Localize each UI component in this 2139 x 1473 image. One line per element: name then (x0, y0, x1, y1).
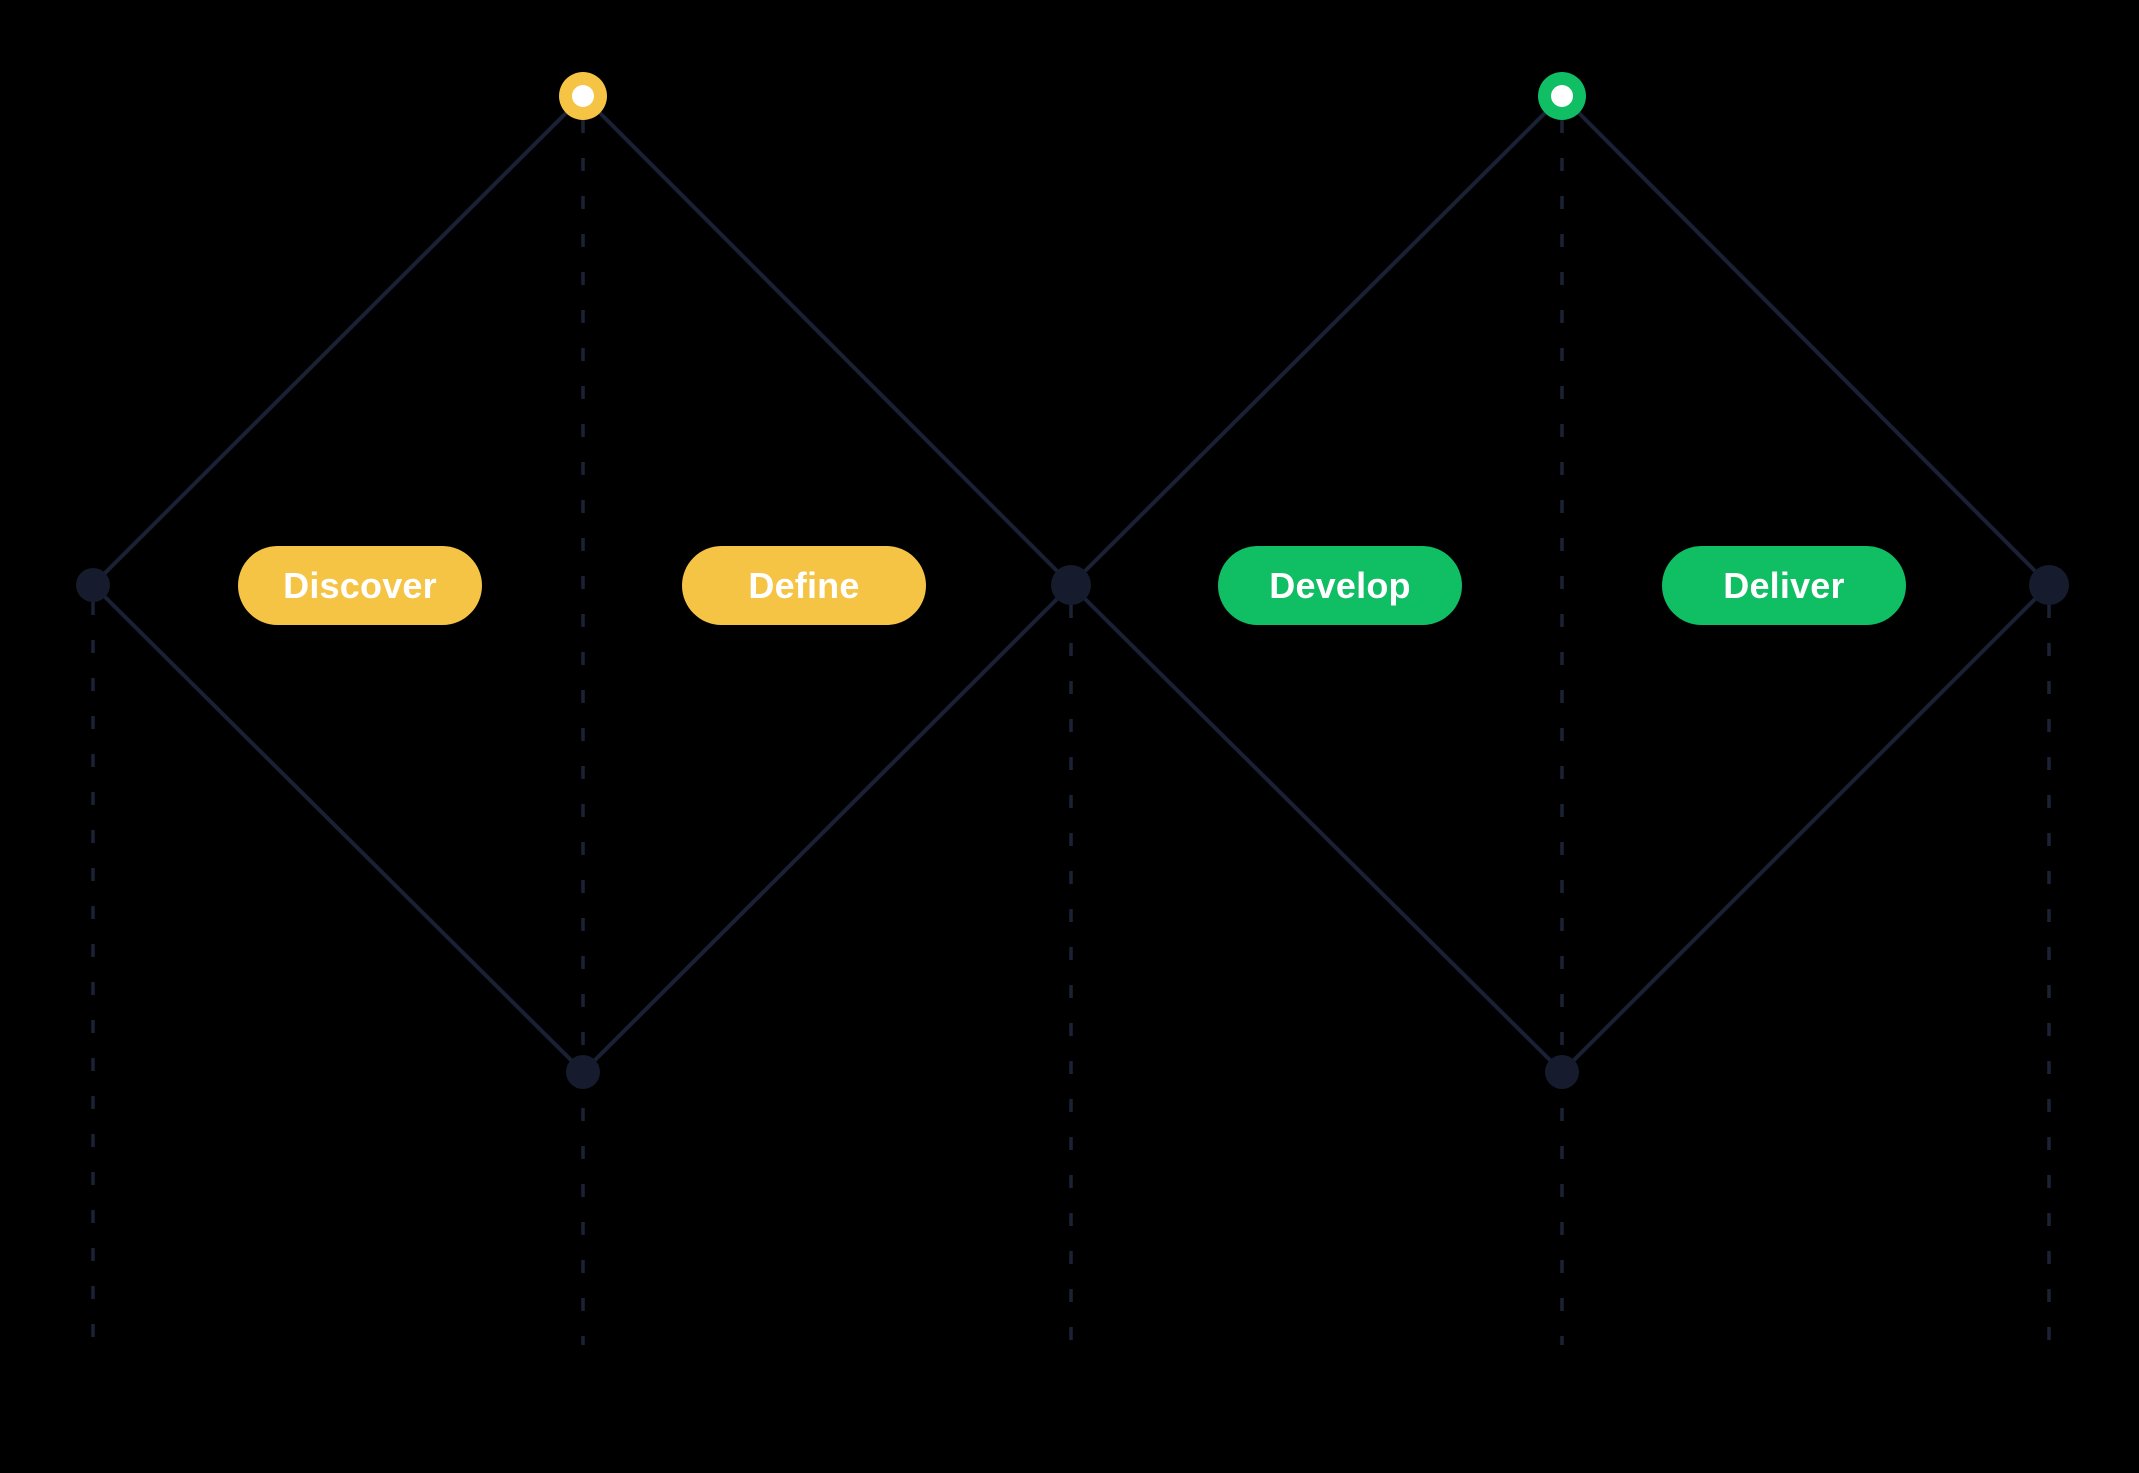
dashed-guidelines-group (91, 120, 2051, 1345)
stage-pill-discover[interactable]: Discover (238, 546, 482, 625)
diamond-edges-group (91, 94, 2051, 1074)
stage-pill-deliver[interactable]: Deliver (1662, 546, 1906, 625)
node-center (1051, 565, 1091, 605)
edge-center-to-top2 (1069, 94, 1564, 587)
stage-label-deliver: Deliver (1723, 564, 1845, 606)
node-top-first-inner-dot (572, 85, 594, 107)
edge-left-to-bottom1 (91, 583, 585, 1074)
edge-left-to-top1 (91, 94, 585, 587)
edge-top1-to-center (581, 94, 1073, 587)
diagram-nodes-group (76, 72, 2069, 1089)
edge-bottom1-to-center (581, 583, 1073, 1074)
edge-top2-to-right (1560, 94, 2051, 587)
stage-label-develop: Develop (1269, 564, 1411, 606)
node-bottom-second (1545, 1055, 1579, 1089)
stage-pill-define[interactable]: Define (682, 546, 926, 625)
stage-pill-develop[interactable]: Develop (1218, 546, 1462, 625)
node-right-end (2029, 565, 2069, 605)
stage-label-discover: Discover (283, 564, 437, 606)
node-left-start (76, 568, 110, 602)
stage-label-define: Define (748, 564, 860, 606)
edge-center-to-bottom2 (1069, 583, 1564, 1074)
node-top-second-inner-dot (1551, 85, 1573, 107)
edge-bottom2-to-right (1560, 583, 2051, 1074)
node-bottom-first (566, 1055, 600, 1089)
